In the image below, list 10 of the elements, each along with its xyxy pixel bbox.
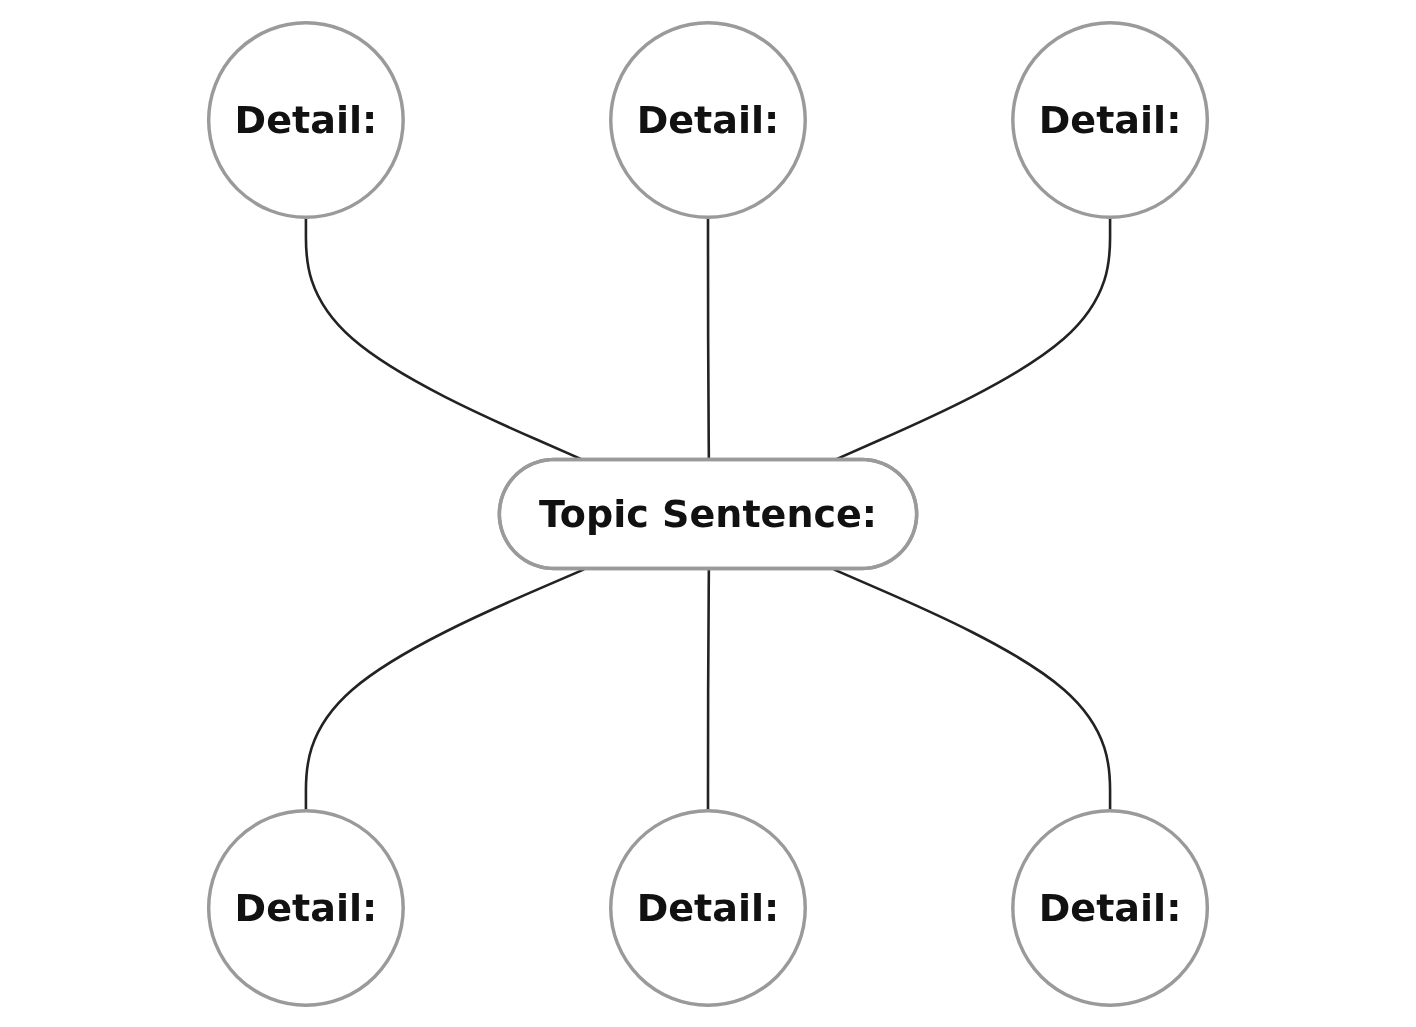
connector [304,567,585,811]
node-circle: Detail: [206,20,405,219]
connector [706,216,711,460]
connector [833,567,1112,811]
node-circle: Detail: [1011,20,1210,219]
node-circle: Detail: [609,20,807,219]
node-circle: Detail: [1011,808,1210,1007]
node-circle: Detail: [206,808,405,1007]
node-circle: Detail: [609,808,807,1007]
connector [706,568,711,811]
